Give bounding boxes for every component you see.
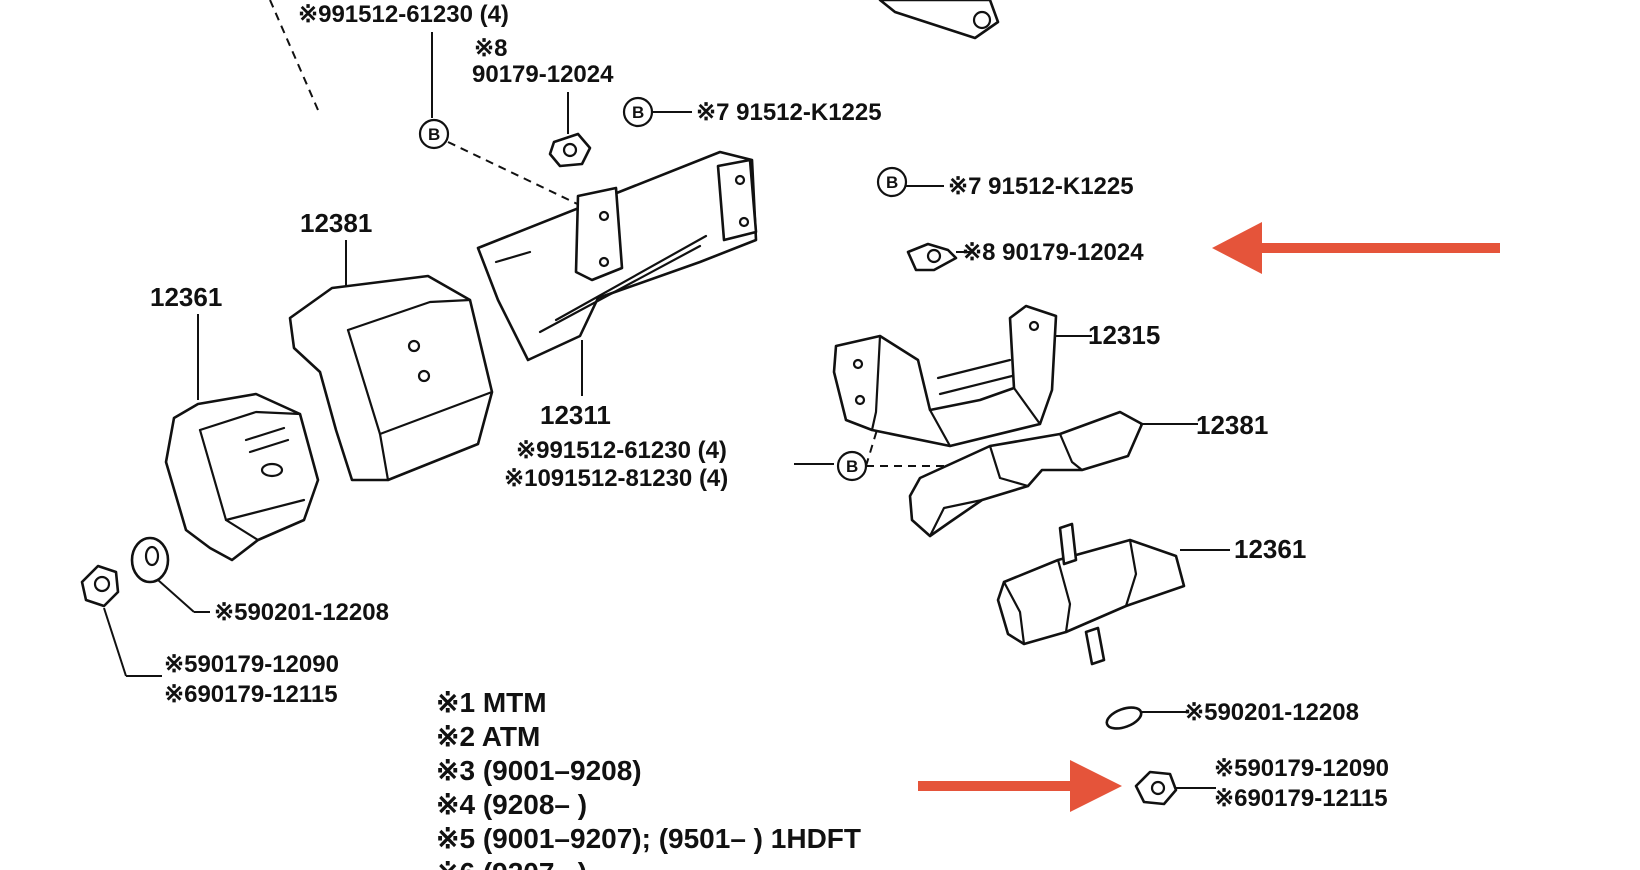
legend-item-1: ※1 MTM bbox=[436, 687, 547, 718]
label-washer-right: ※590201-12208 bbox=[1184, 699, 1359, 726]
label-insulator-12381-left: 12381 bbox=[300, 208, 372, 238]
b-marker-top-left: B bbox=[418, 118, 450, 150]
label-top-nut-part: 90179-12024 bbox=[472, 61, 614, 88]
label-bracket-12311: 12311 bbox=[540, 400, 611, 430]
label-right-nut: ※8 90179-12024 bbox=[962, 239, 1144, 266]
washer-right bbox=[1105, 706, 1143, 730]
label-mid-bolt-2: ※1091512-81230 (4) bbox=[504, 465, 728, 492]
label-right-b-bolt: ※7 91512-K1225 bbox=[948, 173, 1134, 200]
nut-left bbox=[80, 564, 120, 608]
highlight-arrow-top bbox=[1212, 222, 1500, 274]
label-top-nut-ref: ※8 bbox=[474, 35, 507, 62]
label-nut-right-2: ※690179-12115 bbox=[1214, 785, 1388, 812]
dashed-link-top bbox=[447, 141, 591, 211]
partial-part-top-right bbox=[878, 0, 1000, 40]
label-insulator-12381-right: 12381 bbox=[1196, 410, 1268, 440]
svg-text:B: B bbox=[632, 103, 644, 122]
nut-top bbox=[548, 132, 592, 168]
insulator-12361-left bbox=[164, 392, 320, 562]
leader-washer-left bbox=[157, 579, 195, 613]
legend-item-6: ※6 (9207– ) bbox=[436, 857, 587, 870]
nut-right-top bbox=[906, 242, 958, 272]
insulator-12381-left bbox=[288, 274, 494, 482]
label-insulator-12361-left: 12361 bbox=[150, 282, 222, 312]
svg-text:B: B bbox=[886, 173, 898, 192]
legend-item-5: ※5 (9001–9207); (9501– ) 1HDFT bbox=[436, 823, 861, 854]
svg-text:B: B bbox=[846, 457, 858, 476]
leader-nut-left bbox=[103, 607, 127, 677]
nut-right-bottom bbox=[1134, 770, 1178, 806]
label-mid-bolt-1: ※991512-61230 (4) bbox=[516, 437, 727, 464]
legend-item-4: ※4 (9208– ) bbox=[436, 789, 587, 820]
label-washer-left: ※590201-12208 bbox=[214, 599, 389, 626]
label-bracket-12315: 12315 bbox=[1088, 320, 1160, 350]
legend-item-2: ※2 ATM bbox=[436, 721, 540, 752]
bracket-12311 bbox=[476, 150, 758, 362]
b-marker-mid: B bbox=[836, 450, 868, 482]
partial-leader-line bbox=[269, 0, 319, 111]
label-top-b-bolt: ※7 91512-K1225 bbox=[696, 99, 882, 126]
bracket-12315 bbox=[832, 304, 1058, 448]
label-insulator-12361-right: 12361 bbox=[1234, 534, 1306, 564]
legend: ※1 MTM ※2 ATM ※3 (9001–9208) ※4 (9208– )… bbox=[436, 687, 861, 870]
label-top-bolt: ※991512-61230 (4) bbox=[298, 1, 509, 28]
washer-left bbox=[130, 536, 170, 584]
highlight-arrow-bottom bbox=[918, 760, 1122, 812]
b-marker-right: B bbox=[876, 166, 908, 198]
label-nut-left-2: ※690179-12115 bbox=[164, 681, 338, 708]
label-nut-right-1: ※590179-12090 bbox=[1214, 755, 1389, 782]
legend-item-3: ※3 (9001–9208) bbox=[436, 755, 642, 786]
b-marker-top-mid: B bbox=[622, 96, 654, 128]
svg-text:B: B bbox=[428, 125, 440, 144]
label-nut-left-1: ※590179-12090 bbox=[164, 651, 339, 678]
insulator-12381-right bbox=[908, 410, 1144, 538]
insulator-12361-right bbox=[996, 522, 1186, 666]
